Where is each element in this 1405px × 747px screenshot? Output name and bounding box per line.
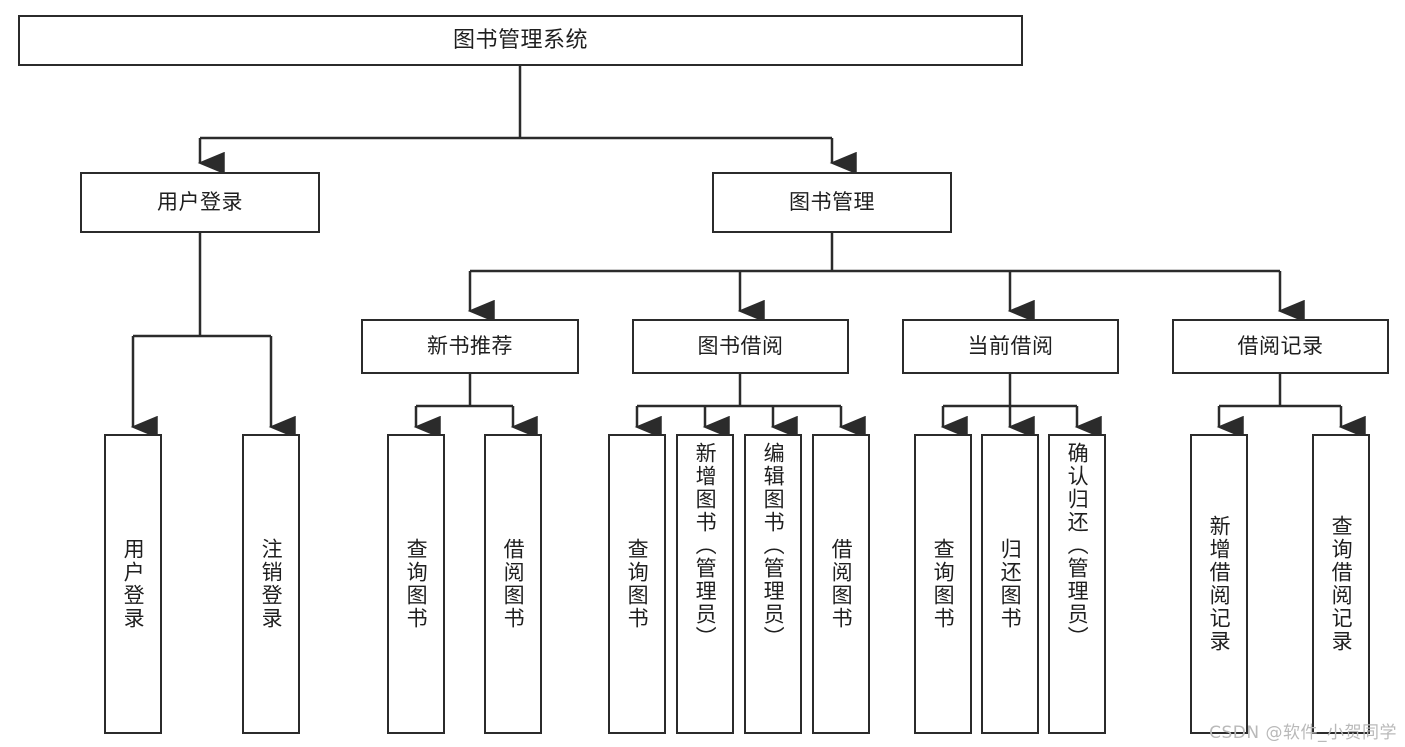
node-label: 借阅记录 (1237, 334, 1324, 359)
node-label: 用户登录 (121, 538, 146, 630)
leaf-new-book-borrow[interactable]: 借阅图书 (484, 434, 542, 734)
node-label: 查询借阅记录 (1329, 515, 1354, 653)
leaf-borrow-borrow-book[interactable]: 借阅图书 (812, 434, 870, 734)
leaf-current-return-book[interactable]: 归还图书 (981, 434, 1039, 734)
node-label: 图书管理系统 (452, 27, 588, 53)
node-root-book-management-system[interactable]: 图书管理系统 (18, 15, 1023, 66)
node-label: 新书推荐 (427, 334, 513, 359)
node-label: 注销登录 (259, 538, 284, 630)
node-label: 图书管理 (789, 190, 875, 215)
leaf-borrow-add-book-admin[interactable]: 新增图书（管理员） (676, 434, 734, 734)
node-label: 用户登录 (157, 190, 243, 215)
node-label: 新增借阅记录 (1207, 515, 1232, 653)
watermark-text: CSDN @软件_小贺同学 (1209, 723, 1397, 743)
node-label: 查询图书 (404, 538, 429, 630)
node-label: 图书借阅 (697, 334, 784, 359)
leaf-borrow-edit-book-admin[interactable]: 编辑图书（管理员） (744, 434, 802, 734)
leaf-record-query[interactable]: 查询借阅记录 (1312, 434, 1370, 734)
node-label: 新增图书（管理员） (693, 442, 718, 649)
leaf-current-confirm-return-admin[interactable]: 确认归还（管理员） (1048, 434, 1106, 734)
node-new-book-recommend[interactable]: 新书推荐 (361, 319, 579, 374)
leaf-current-query-book[interactable]: 查询图书 (914, 434, 972, 734)
leaf-new-book-query[interactable]: 查询图书 (387, 434, 445, 734)
node-label: 确认归还（管理员） (1065, 442, 1090, 649)
node-book-borrow[interactable]: 图书借阅 (632, 319, 849, 374)
node-label: 查询图书 (625, 538, 650, 630)
leaf-user-login[interactable]: 用户登录 (104, 434, 162, 734)
leaf-record-add[interactable]: 新增借阅记录 (1190, 434, 1248, 734)
node-user-login[interactable]: 用户登录 (80, 172, 320, 233)
node-book-management[interactable]: 图书管理 (712, 172, 952, 233)
node-current-borrow[interactable]: 当前借阅 (902, 319, 1119, 374)
node-label: 借阅图书 (501, 538, 526, 630)
leaf-user-logout[interactable]: 注销登录 (242, 434, 300, 734)
node-label: 查询图书 (931, 538, 956, 630)
node-label: 编辑图书（管理员） (761, 442, 786, 649)
node-label: 当前借阅 (967, 334, 1054, 359)
node-label: 借阅图书 (829, 538, 854, 630)
node-borrow-record[interactable]: 借阅记录 (1172, 319, 1389, 374)
leaf-borrow-query-book[interactable]: 查询图书 (608, 434, 666, 734)
node-label: 归还图书 (998, 538, 1023, 630)
